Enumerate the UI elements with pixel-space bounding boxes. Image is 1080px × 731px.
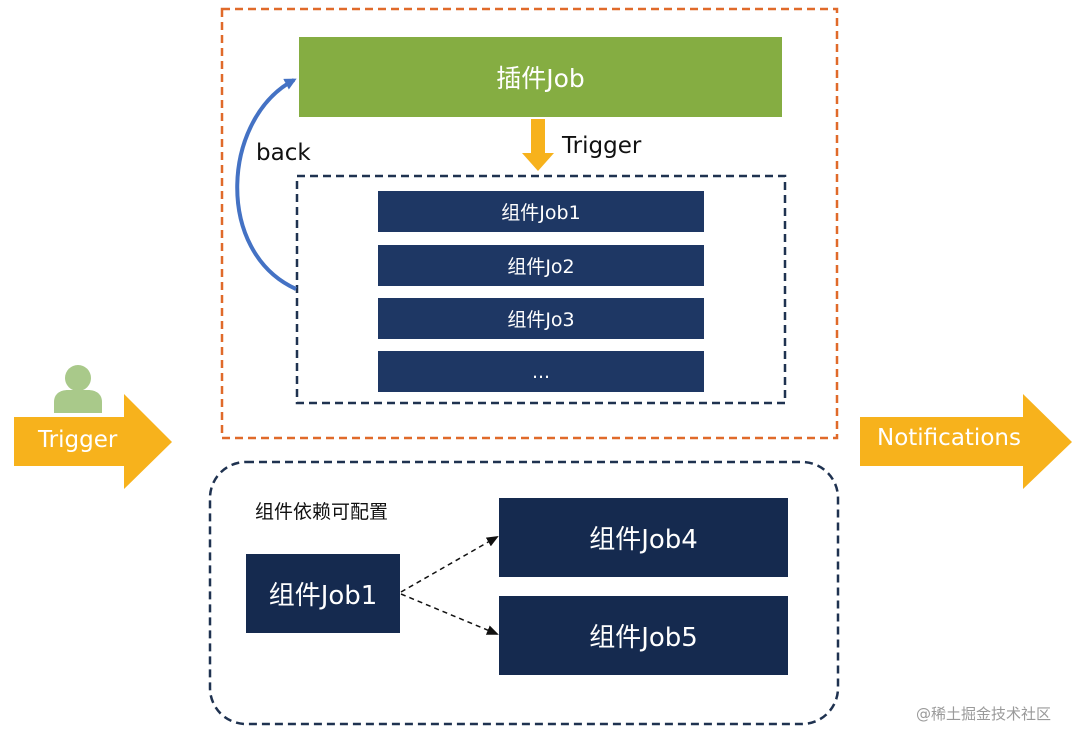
left-trigger-arrow — [14, 394, 172, 489]
plugin-job-box: 插件Job — [299, 37, 782, 117]
back-label: back — [256, 140, 311, 166]
component-job-label: 组件Jo3 — [507, 309, 575, 331]
trigger-label: Trigger — [562, 133, 642, 159]
dependency-arrow-to-job5 — [400, 593, 499, 635]
dependency-target-label: 组件Job5 — [589, 623, 698, 653]
trigger-down-arrow — [522, 119, 554, 171]
component-job-label: 组件Jo2 — [507, 256, 575, 278]
dependency-source-job: 组件Job1 — [246, 554, 400, 633]
dependency-target-job: 组件Job4 — [499, 498, 788, 577]
notifications-label: Notifications — [877, 425, 1021, 451]
left-trigger-label: Trigger — [38, 427, 118, 453]
component-job-bar: 组件Job1 — [378, 191, 704, 232]
plugin-container-border — [220, 7, 839, 440]
component-job-label: ... — [531, 360, 551, 383]
user-icon — [54, 365, 102, 413]
component-job-bar: ... — [378, 351, 704, 392]
component-job-bar: 组件Jo2 — [378, 245, 704, 286]
component-container-border — [295, 174, 787, 405]
component-job-label: 组件Job1 — [501, 202, 581, 224]
dependency-source-label: 组件Job1 — [268, 581, 378, 611]
right-notifications-arrow — [860, 394, 1072, 489]
component-job-bar: 组件Jo3 — [378, 298, 704, 339]
back-arrow — [235, 78, 297, 291]
watermark: @稀土掘金技术社区 — [916, 705, 1052, 723]
dependency-title: 组件依赖可配置 — [255, 501, 389, 523]
dependency-arrow-to-job4 — [400, 536, 499, 593]
plugin-job-label: 插件Job — [496, 64, 585, 93]
dependency-container-border — [208, 460, 840, 726]
dependency-target-job: 组件Job5 — [499, 596, 788, 675]
dependency-target-label: 组件Job4 — [589, 525, 698, 555]
